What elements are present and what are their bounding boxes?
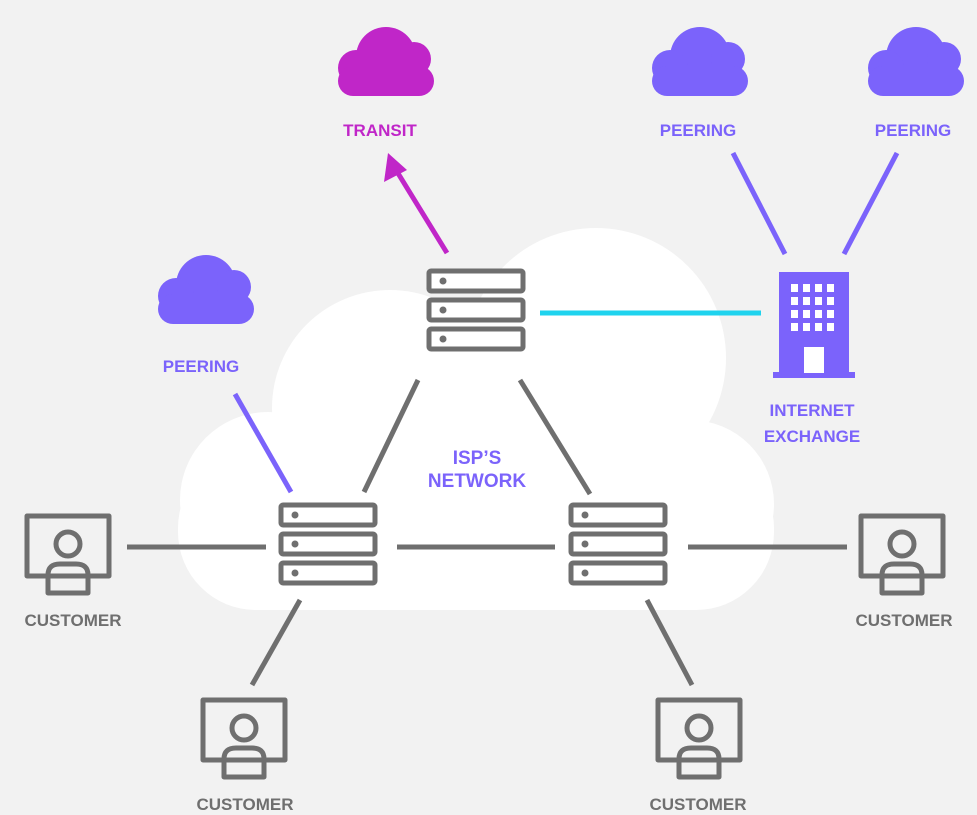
peering-link-top-left [730,151,788,256]
transit-arrowhead [384,153,407,182]
building-icon [773,272,855,378]
peering-label: PEERING [163,357,240,376]
customer-label: CUSTOMER [25,611,122,630]
transit-link-arrow [393,168,450,255]
core-link-top-left [361,378,421,494]
server-stack-icon [281,505,375,583]
peering-label: PEERING [660,121,737,140]
customer-link-bottom-left [249,598,303,687]
peering-cloud-icon [868,27,964,96]
peering-cloud-icon [652,27,748,96]
server-stack-icon [429,271,523,349]
server-stack-icon [571,505,665,583]
peering-cloud-icon [158,255,254,324]
user-monitor-icon [861,516,943,593]
internet-exchange-label: EXCHANGE [764,427,860,446]
user-monitor-icon [27,516,109,593]
user-monitor-icon [203,700,285,777]
user-monitor-icon [658,700,740,777]
isp-network-label: NETWORK [428,471,526,492]
customer-link-bottom-right [644,598,695,687]
peering-link-left [232,392,294,494]
isp-network-label: ISP’S [453,448,502,469]
links [127,151,900,687]
transit-cloud-icon [338,27,434,96]
peering-link-top-right [841,151,900,256]
internet-exchange-label: INTERNET [770,401,856,420]
customer-label: CUSTOMER [856,611,953,630]
customer-label: CUSTOMER [650,795,747,814]
customer-label: CUSTOMER [197,795,294,814]
peering-label: PEERING [875,121,952,140]
core-link-top-right [517,378,593,496]
transit-label: TRANSIT [343,121,417,140]
